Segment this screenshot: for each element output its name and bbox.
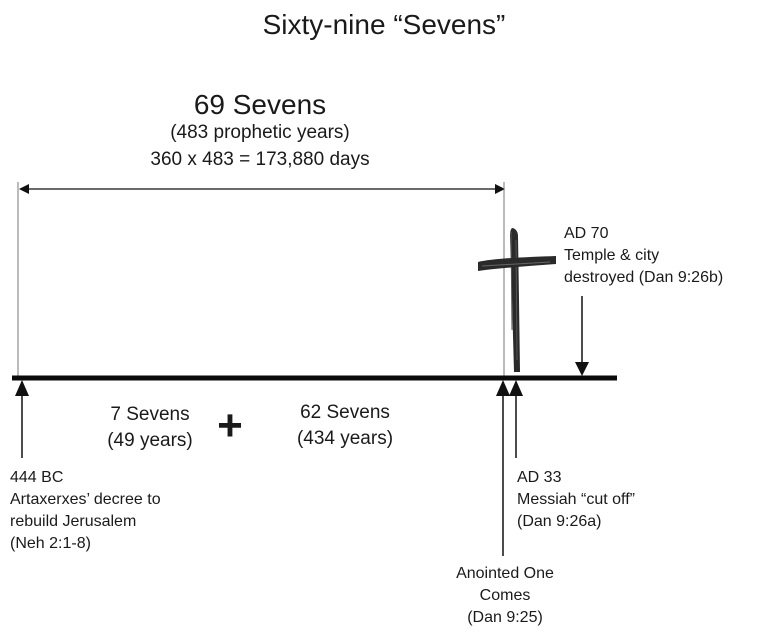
decree-line-3: rebuild Jerusalem: [10, 513, 137, 530]
segment-2-years: (434 years): [296, 428, 394, 449]
messiah-arrowhead: [509, 380, 523, 396]
page-title: Sixty-nine “Sevens”: [262, 9, 506, 40]
temple-line-3: destroyed (Dan 9:26b): [564, 269, 724, 286]
decree-line-2: Artaxerxes’ decree to: [10, 491, 161, 508]
temple-line-2: Temple & city: [564, 247, 660, 264]
span-days: 360 x 483 = 173,880 days: [150, 149, 370, 170]
decree-reference: (Neh 2:1-8): [10, 535, 91, 552]
decree-date: 444 BC: [10, 469, 64, 486]
plus-sign: +: [217, 401, 243, 450]
segment-1-label: 7 Sevens: [110, 404, 190, 425]
anointed-reference: (Dan 9:25): [467, 609, 543, 626]
segment-1-years: (49 years): [107, 430, 193, 451]
temple-arrowhead: [575, 362, 589, 376]
span-years: (483 prophetic years): [170, 122, 350, 143]
anointed-line-2: Comes: [479, 587, 531, 604]
anointed-arrowhead: [496, 380, 510, 396]
messiah-reference: (Dan 9:26a): [517, 513, 602, 530]
messiah-line-2: Messiah “cut off”: [517, 491, 635, 508]
segment-2-label: 62 Sevens: [300, 402, 390, 423]
messiah-date: AD 33: [517, 469, 562, 486]
decree-arrowhead: [15, 380, 29, 396]
span-label: 69 Sevens: [193, 89, 327, 120]
anointed-line-1: Anointed One: [456, 565, 554, 582]
cross-icon: [478, 228, 556, 372]
temple-date: AD 70: [564, 225, 609, 242]
